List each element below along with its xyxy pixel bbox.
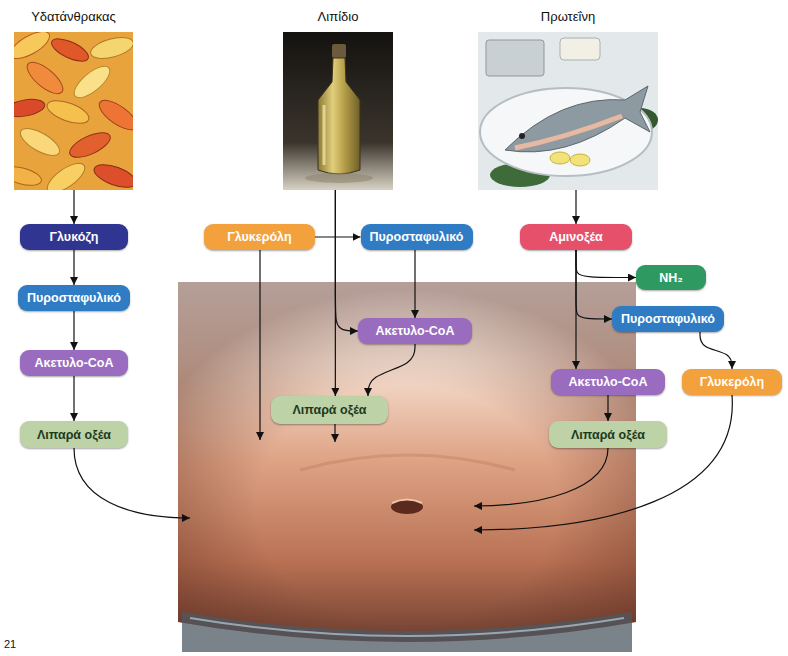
process-box: Ακετυλο-CoA xyxy=(20,350,128,376)
fish-photo xyxy=(478,32,658,190)
pasta-photo xyxy=(14,32,133,190)
box-label: Ακετυλο-CoA xyxy=(375,324,454,338)
box-label: Ακετυλο-CoA xyxy=(568,375,647,389)
box-label: Υδατάνθρακας xyxy=(10,8,137,26)
box-label: Λιπίδιο xyxy=(279,8,397,26)
fish-ground xyxy=(478,32,658,190)
process-box: Αμινοξέα xyxy=(520,224,632,250)
box-label: Αμινοξέα xyxy=(549,230,603,244)
fish-belly xyxy=(515,116,622,148)
box-label: Λιπαρά οξέα xyxy=(37,428,111,442)
flow-arrow xyxy=(315,236,361,237)
process-box: Λιπαρά οξέα xyxy=(549,421,667,448)
process-box: Γλυκόζη xyxy=(20,224,128,250)
box-label: Λιπαρά οξέα xyxy=(292,403,366,417)
oil-ground xyxy=(283,32,393,190)
leader-arrow xyxy=(74,448,190,518)
lemon xyxy=(550,152,570,164)
cream-jar xyxy=(560,38,600,60)
process-box: NH₂ xyxy=(636,265,706,290)
fish-eye xyxy=(519,133,525,139)
flow-arrow xyxy=(575,190,576,224)
food-photo: Πρωτεΐνη xyxy=(474,8,662,190)
box-label: Πυροσταφυλικό xyxy=(370,230,464,244)
belly-photo xyxy=(178,282,636,652)
lemon xyxy=(570,154,590,166)
food-photo: Υδατάνθρακας xyxy=(10,8,137,190)
leader-arrow xyxy=(334,424,335,442)
process-box: Ακετυλο-CoA xyxy=(551,369,665,395)
food-photo: Λιπίδιο xyxy=(279,8,397,190)
box-label: Λιπαρά οξέα xyxy=(571,428,645,442)
box-label: Πυροσταφυλικό xyxy=(27,291,121,305)
process-box: Πυροσταφυλικό xyxy=(18,285,130,311)
fish xyxy=(505,86,650,152)
belly-skin xyxy=(178,282,636,642)
leader-arrow xyxy=(259,250,260,440)
oil-bottle xyxy=(318,58,360,174)
box-label: Πυροσταφυλικό xyxy=(621,312,715,326)
flow-arrow xyxy=(368,344,415,396)
tin-box xyxy=(486,40,544,76)
flow-arrow xyxy=(414,250,415,318)
bottle-highlight xyxy=(323,105,326,165)
process-box: Πυροσταφυλικό xyxy=(612,306,724,332)
process-box: Λιπαρά οξέα xyxy=(271,396,388,424)
box-label: Γλυκόζη xyxy=(50,230,99,244)
navel xyxy=(391,500,423,514)
box-label: Ακετυλο-CoA xyxy=(34,356,113,370)
flow-arrow xyxy=(700,332,732,369)
box-label: Γλυκερόλη xyxy=(227,230,291,244)
flow-arrow xyxy=(335,190,358,331)
leader-arrows xyxy=(74,250,732,530)
bottle-cork xyxy=(332,44,346,58)
box-label: Πρωτεΐνη xyxy=(474,8,662,26)
leader-arrow xyxy=(474,395,732,530)
flow-arrow xyxy=(576,250,636,278)
flow-arrow xyxy=(576,250,612,319)
bottle-shadow xyxy=(305,173,373,183)
process-box: Γλυκερόλη xyxy=(682,369,782,395)
bowl-rim xyxy=(182,612,632,652)
leader-arrow xyxy=(474,448,608,506)
box-label: Γλυκερόλη xyxy=(700,375,764,389)
belly-shade xyxy=(178,282,636,642)
flow-arrow xyxy=(73,250,74,285)
flow-arrow xyxy=(607,395,608,421)
flow-arrow xyxy=(575,250,576,369)
process-box: Πυροσταφυλικό xyxy=(361,224,473,250)
bowl-rim-edge xyxy=(190,618,624,636)
box-label: NH₂ xyxy=(659,271,683,285)
page-number: 21 xyxy=(4,638,16,650)
flow-arrow xyxy=(73,311,74,350)
flow-arrow xyxy=(73,376,74,421)
process-box: Γλυκερόλη xyxy=(204,224,315,250)
navel-highlight xyxy=(392,500,422,504)
process-box: Ακετυλο-CoA xyxy=(358,318,472,344)
process-box: Λιπαρά οξέα xyxy=(20,421,128,448)
flow-arrow xyxy=(73,190,74,224)
belly-fold xyxy=(300,455,515,470)
oil-photo xyxy=(283,32,393,190)
